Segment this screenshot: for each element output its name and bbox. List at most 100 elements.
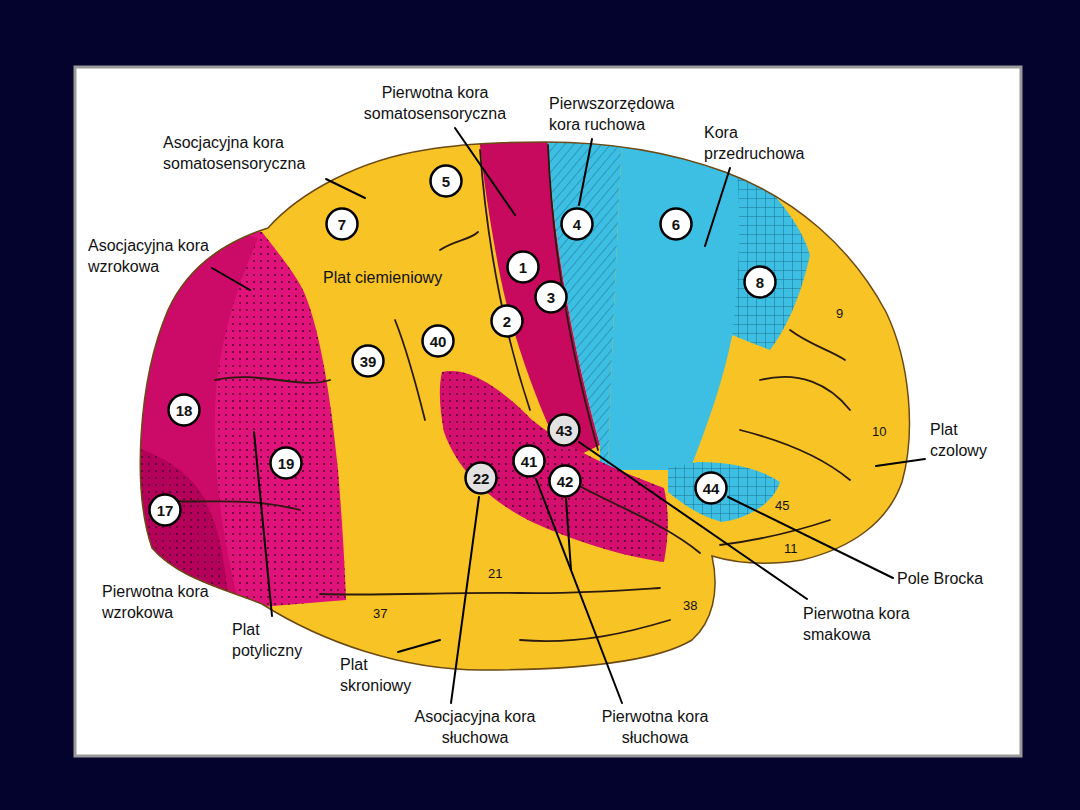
lobe-label: Plat czolowy — [930, 420, 1002, 462]
callout-circle: 17 — [148, 493, 182, 527]
region-label: Pierwotna kora somatosensoryczna — [355, 83, 515, 125]
yellow-cortex — [100, 100, 950, 700]
callout-circle: 4 — [560, 207, 594, 241]
callout-circle-shape — [745, 267, 776, 298]
callout-number: 43 — [556, 423, 573, 438]
callout-circle: 42 — [548, 464, 582, 498]
callout-number: 7 — [338, 217, 346, 232]
callout-circle: 8 — [743, 265, 777, 299]
leader-line — [566, 499, 571, 570]
callout-number: 2 — [503, 314, 511, 329]
region-label: Asocjacyjna kora somatosensoryczna — [163, 133, 333, 175]
area-number: 9 — [836, 306, 843, 323]
leader-line — [536, 479, 622, 703]
region-label: Pierwotna kora wzrokowa — [102, 582, 247, 624]
callout-number: 44 — [703, 481, 720, 496]
callout-circle-shape — [536, 282, 567, 313]
leader-line — [705, 168, 730, 246]
callout-circle-shape — [150, 495, 181, 526]
orbital-sulcus — [720, 520, 830, 545]
brain-outline — [140, 142, 909, 670]
callout-number: 18 — [176, 403, 193, 418]
callout-circle: 40 — [421, 324, 455, 358]
region-label: Pole Brocka — [897, 569, 983, 590]
temporal-sulcus — [320, 588, 660, 595]
lobe-label: Plat potyliczny — [232, 620, 318, 662]
area-number: 45 — [775, 498, 789, 515]
area-number: 37 — [373, 606, 387, 623]
callout-circle: 19 — [269, 446, 303, 480]
occipital-sulcus — [215, 377, 330, 383]
callout-circle: 22 — [464, 461, 498, 495]
leader-line — [451, 497, 479, 703]
frontal-sulcus — [740, 430, 850, 480]
callout-circle-shape — [562, 209, 593, 240]
grid-texture — [668, 462, 780, 522]
callout-circle-shape — [508, 252, 539, 283]
callout-number: 6 — [672, 217, 680, 232]
leader-line — [728, 497, 893, 578]
callout-number: 17 — [157, 503, 174, 518]
callout-circle-shape — [549, 415, 580, 446]
callout-circle-shape — [661, 209, 692, 240]
lobe-label: Plat ciemieniowy — [323, 268, 442, 289]
callout-circle: 44 — [694, 471, 728, 505]
callout-circle: 18 — [167, 393, 201, 427]
leader-line — [579, 442, 807, 599]
area-number: 38 — [683, 598, 697, 615]
lateral-sulcus — [560, 475, 700, 553]
callout-number: 1 — [519, 260, 527, 275]
leader-line — [455, 128, 515, 215]
callout-number: 8 — [756, 275, 764, 290]
parietal-sulcus — [440, 232, 478, 250]
callout-circle-shape — [466, 463, 497, 494]
leader-line — [326, 179, 365, 198]
callout-number: 40 — [430, 334, 447, 349]
white-panel — [75, 67, 1021, 756]
region-label: Asocjacyjna kora wzrokowa — [88, 236, 238, 278]
broca-area — [668, 462, 780, 522]
brain-regions — [100, 100, 950, 700]
callout-circle: 43 — [547, 413, 581, 447]
callout-number: 5 — [442, 174, 450, 189]
callout-number: 39 — [360, 354, 377, 369]
callout-circle: 7 — [325, 207, 359, 241]
callout-circle-shape — [696, 473, 727, 504]
callout-circle: 5 — [429, 164, 463, 198]
callout-circle-shape — [514, 446, 545, 477]
region-label: Pierwszorzędowa kora ruchowa — [549, 94, 699, 136]
area-number: 10 — [872, 424, 886, 441]
callout-circle: 2 — [490, 304, 524, 338]
callout-circle-shape — [353, 346, 384, 377]
callout-circle-shape — [492, 306, 523, 337]
callout-circle: 41 — [512, 444, 546, 478]
lobe-label: Plat skroniowy — [340, 655, 426, 697]
frontal-sulcus — [790, 330, 845, 360]
callout-number: 22 — [473, 471, 490, 486]
callout-number: 42 — [557, 474, 574, 489]
callout-circle: 39 — [351, 344, 385, 378]
callout-circle-shape — [271, 448, 302, 479]
callout-circle: 1 — [506, 250, 540, 284]
callout-circle-shape — [431, 166, 462, 197]
callout-circle: 3 — [534, 280, 568, 314]
region-label: Pierwotna kora smakowa — [803, 604, 948, 646]
leader-line — [212, 268, 250, 290]
area-number: 11 — [784, 541, 798, 558]
sulci — [160, 145, 850, 641]
callout-circle-shape — [169, 395, 200, 426]
callout-number: 3 — [547, 290, 555, 305]
callout-number: 41 — [521, 454, 538, 469]
leader-line — [254, 432, 272, 616]
callout-circle: 6 — [659, 207, 693, 241]
callout-circle-shape — [550, 466, 581, 497]
frontal-sulcus — [760, 377, 850, 410]
region-label: Asocjacyjna kora słuchowa — [400, 707, 550, 749]
leader-line — [579, 139, 592, 205]
region-label: Pierwotna kora słuchowa — [580, 707, 730, 749]
area-number: 21 — [488, 566, 502, 583]
leader-line — [398, 640, 440, 652]
